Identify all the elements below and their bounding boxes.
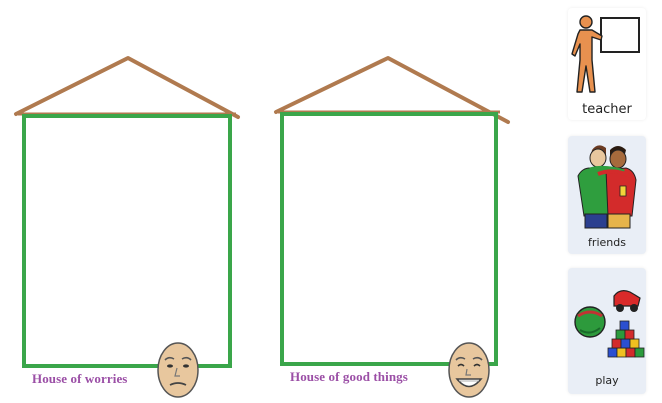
toys-icon xyxy=(568,268,646,368)
house-label-worries: House of worries xyxy=(32,371,127,387)
friends-icon xyxy=(568,136,646,232)
symbol-card-play[interactable]: play xyxy=(568,268,646,394)
symbol-label-teacher: teacher xyxy=(568,102,646,117)
smiling-face-icon xyxy=(446,340,492,400)
worried-face-icon xyxy=(155,340,201,400)
teacher-icon xyxy=(568,8,646,104)
symbol-card-friends[interactable]: friends xyxy=(568,136,646,254)
house-label-good-things: House of good things xyxy=(290,369,408,385)
house-walls xyxy=(282,114,496,364)
symbol-label-friends: friends xyxy=(568,236,646,249)
symbol-label-play: play xyxy=(568,374,646,387)
symbol-card-teacher[interactable]: teacher xyxy=(568,8,646,120)
